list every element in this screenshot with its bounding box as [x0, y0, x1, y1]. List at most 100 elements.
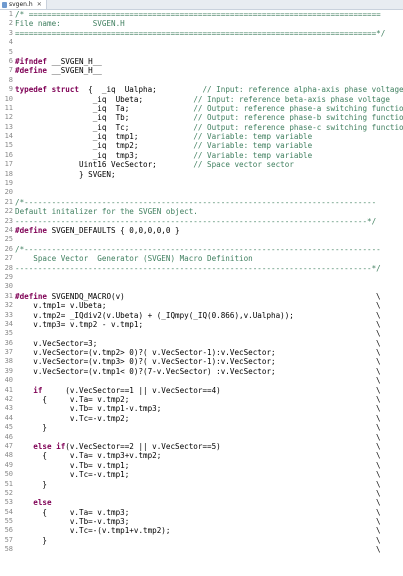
code-text: _iq tmp1; // Variable: temp variable [15, 132, 312, 141]
code-line: 36 v.VecSector=3;\ [0, 339, 403, 348]
line-number: 30 [4, 282, 13, 291]
code-editor[interactable]: 1/* ====================================… [0, 10, 403, 576]
code-comment: // Variable: temp variable [193, 132, 313, 142]
code-comment: // Output: reference phase-b switching f… [193, 113, 403, 123]
code-token: _iq Ubeta; [15, 94, 194, 104]
code-line: 8 [0, 76, 403, 85]
line-continuation: \ [376, 319, 381, 329]
line-number: 7 [8, 66, 13, 75]
line-number: 13 [4, 122, 13, 131]
line-number: 58 [4, 545, 13, 554]
code-line: 17 Uint16 VecSector; // Space vector sec… [0, 160, 403, 169]
line-continuation: \ [376, 498, 381, 508]
line-number: 51 [4, 479, 13, 488]
line-number: 53 [4, 498, 13, 507]
code-text: v.tmp2= _IQdiv2(v.Ubeta) + (_IQmpy(_IQ(0… [15, 311, 294, 320]
line-continuation: \ [376, 338, 381, 348]
code-line: 21/*------------------------------------… [0, 198, 403, 207]
code-token: v.VecSector=(v.tmp1< 0)?(7-v.VecSector) … [15, 366, 276, 376]
code-line: 56 v.Tc=-(v.tmp1+v.tmp2);\ [0, 526, 403, 535]
code-line: 35\ [0, 329, 403, 338]
code-token: _iq tmp1; [15, 132, 194, 142]
line-number: 14 [4, 132, 13, 141]
code-text: _iq Ubeta; // Input: reference beta-axis… [15, 95, 390, 104]
code-text: v.tmp3= v.tmp2 - v.tmp1; [15, 320, 143, 329]
line-number: 27 [4, 254, 13, 263]
code-token: v.tmp1= v.Ubeta; [15, 301, 107, 311]
code-token: } [15, 423, 48, 433]
code-comment: // Input: reference alpha-axis phase vol… [202, 85, 403, 95]
c-header-file-icon [2, 1, 7, 8]
code-line: 46\ [0, 433, 403, 442]
code-keyword: else if [15, 441, 66, 451]
code-comment: // Input: reference beta-axis phase volt… [193, 94, 390, 104]
line-continuation: \ [376, 348, 381, 358]
code-keyword: #define [15, 66, 48, 76]
code-line: 5 [0, 48, 403, 57]
line-continuation: \ [376, 395, 381, 405]
code-text: } [15, 536, 47, 545]
code-token: } SVGEN; [15, 169, 116, 179]
code-line: 14 _iq tmp1; // Variable: temp variable [0, 132, 403, 141]
code-text: v.VecSector=(v.tmp3> 0)?( v.VecSector-1)… [15, 357, 276, 367]
line-number: 17 [4, 160, 13, 169]
code-comment: Space Vector Generator (SVGEN) Macro Def… [15, 254, 253, 264]
line-number: 35 [4, 329, 13, 338]
code-token: v.Tb= v.tmp1-v.tmp3; [15, 404, 162, 414]
code-comment: /* =====================================… [15, 10, 381, 19]
code-line: 45 }\ [0, 423, 403, 432]
line-number: 36 [4, 338, 13, 347]
code-token: _iq tmp3; [15, 150, 194, 160]
code-text: File name: SVGEN.H [15, 19, 125, 28]
line-continuation: \ [376, 535, 381, 545]
code-token: _iq Tc; [15, 122, 194, 132]
code-line: 20 [0, 188, 403, 197]
line-continuation: \ [376, 291, 381, 301]
code-line: 7#define __SVGEN_H__ [0, 66, 403, 75]
line-number: 45 [4, 423, 13, 432]
tab-svgen-h[interactable]: svgen.h ✕ [0, 0, 47, 9]
line-number: 39 [4, 366, 13, 375]
code-comment: Default initalizer for the SVGEN object. [15, 207, 198, 217]
code-text: ----------------------------------------… [15, 217, 376, 226]
code-text: v.VecSector=(v.tmp2> 0)?( v.VecSector-1)… [15, 348, 275, 357]
line-number: 52 [4, 488, 13, 497]
line-continuation: \ [376, 479, 381, 489]
line-continuation: \ [376, 301, 381, 311]
code-line: 44 v.Tc=-v.tmp2;\ [0, 414, 403, 423]
code-text: { v.Ta= v.tmp3; [15, 508, 129, 517]
code-line: 51 }\ [0, 480, 403, 489]
code-token: _iq tmp2; [15, 141, 194, 151]
code-token: (v.VecSector==2 || v.VecSector==5) [65, 441, 221, 451]
code-text: /*--------------------------------------… [15, 198, 376, 207]
line-continuation: \ [376, 526, 381, 536]
code-line: 38 v.VecSector=(v.tmp3> 0)?( v.VecSector… [0, 357, 403, 366]
line-number: 32 [4, 301, 13, 310]
code-comment: // Output: reference phase-c switching f… [193, 122, 403, 132]
line-continuation: \ [376, 441, 381, 451]
line-number: 44 [4, 413, 13, 422]
code-text: v.Tb= v.tmp1; [15, 461, 129, 470]
code-comment: /*--------------------------------------… [15, 197, 377, 207]
close-icon[interactable]: ✕ [36, 1, 42, 8]
line-continuation: \ [376, 413, 381, 423]
code-keyword: if [15, 385, 43, 395]
code-comment: ----------------------------------------… [15, 216, 377, 226]
line-number: 28 [4, 263, 13, 272]
line-number: 48 [4, 451, 13, 460]
code-text: _iq tmp3; // Variable: temp variable [15, 151, 312, 160]
line-number: 55 [4, 517, 13, 526]
code-text: #define SVGEN_DEFAULTS { 0,0,0,0,0 } [15, 226, 180, 235]
line-number: 41 [4, 385, 13, 394]
line-number: 6 [8, 56, 13, 65]
code-text: v.Tc=-(v.tmp1+v.tmp2); [15, 526, 171, 535]
line-number: 15 [4, 141, 13, 150]
code-token: _iq Tb; [15, 113, 194, 123]
code-comment: ----------------------------------------… [15, 263, 381, 273]
code-token: __SVGEN_H__ [47, 66, 102, 76]
code-token: v.VecSector=(v.tmp3> 0)?( v.VecSector-1)… [15, 357, 276, 367]
code-token: v.Tb= v.tmp1; [15, 460, 130, 470]
